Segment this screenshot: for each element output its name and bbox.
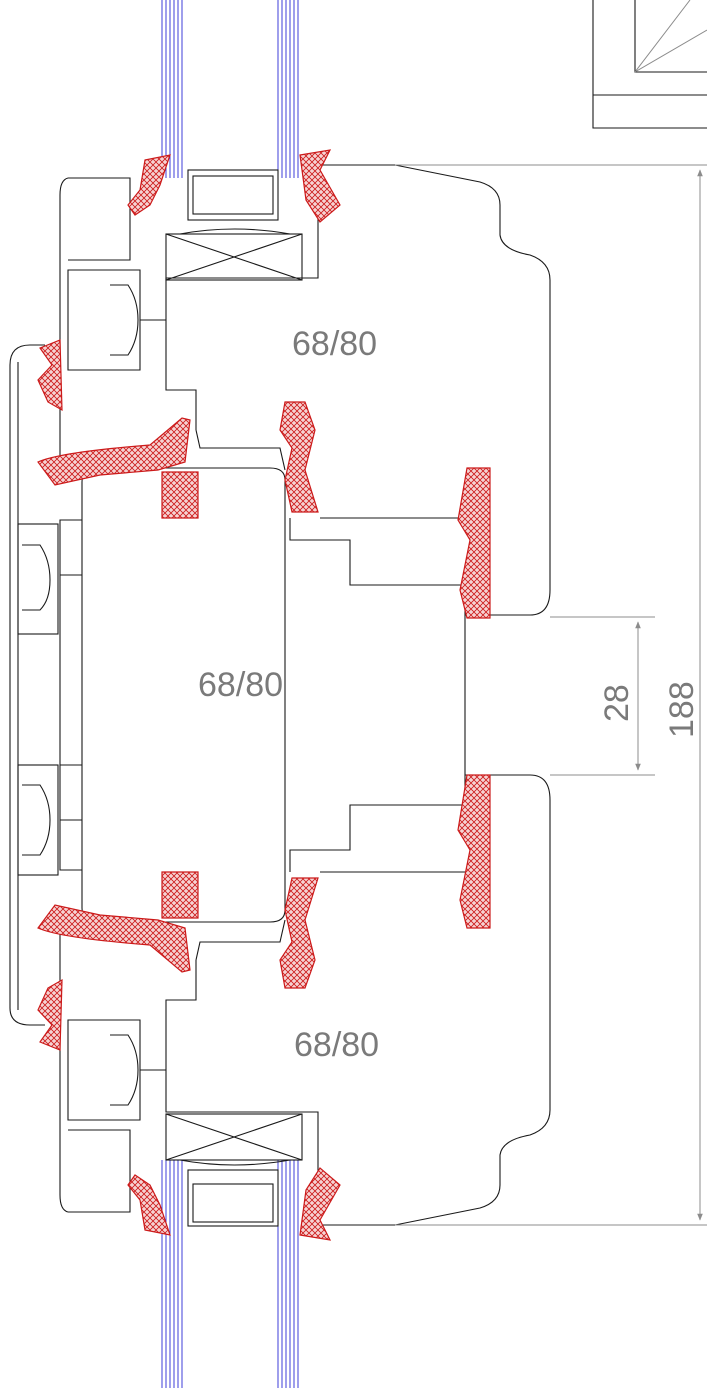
seal-center-bottom-wing — [37, 904, 191, 973]
sash-profile-bottom — [165, 774, 551, 1226]
sash-profile-top — [165, 164, 551, 616]
seal-rebate-bottom — [279, 877, 319, 989]
glazing-block-top — [165, 228, 303, 281]
outer-cover-profile — [9, 177, 166, 1213]
seal-center-top-wing — [37, 417, 191, 486]
seal-glazing-bottom-left — [127, 1174, 171, 1236]
seal-glazing-top-right — [299, 149, 341, 223]
seal-overlap-top — [457, 467, 491, 619]
seal-glazing-bottom-right — [299, 1167, 341, 1241]
seals — [37, 149, 491, 1241]
seal-center-top-tooth — [161, 471, 199, 519]
glazing-block-bottom — [165, 1113, 303, 1166]
dimension-total-value: 188 — [663, 681, 701, 738]
seal-glazing-top-left — [127, 154, 171, 216]
dimension-total — [395, 164, 707, 1226]
label-sash-top: 68/80 — [292, 325, 377, 363]
seal-outer-top — [37, 339, 63, 412]
dimension-overlap-value: 28 — [598, 684, 636, 722]
label-frame-center: 68/80 — [198, 666, 283, 704]
seal-center-bottom-tooth — [161, 871, 199, 919]
window-thumbnail-icon — [592, 0, 707, 129]
glazing-bottom — [161, 1160, 299, 1388]
seal-outer-bottom — [37, 978, 63, 1051]
dimension-overlap — [550, 616, 655, 776]
label-sash-bottom: 68/80 — [294, 1026, 379, 1064]
glazing-top — [161, 0, 299, 221]
seal-overlap-bottom — [457, 774, 491, 929]
seal-rebate-top — [279, 401, 319, 513]
